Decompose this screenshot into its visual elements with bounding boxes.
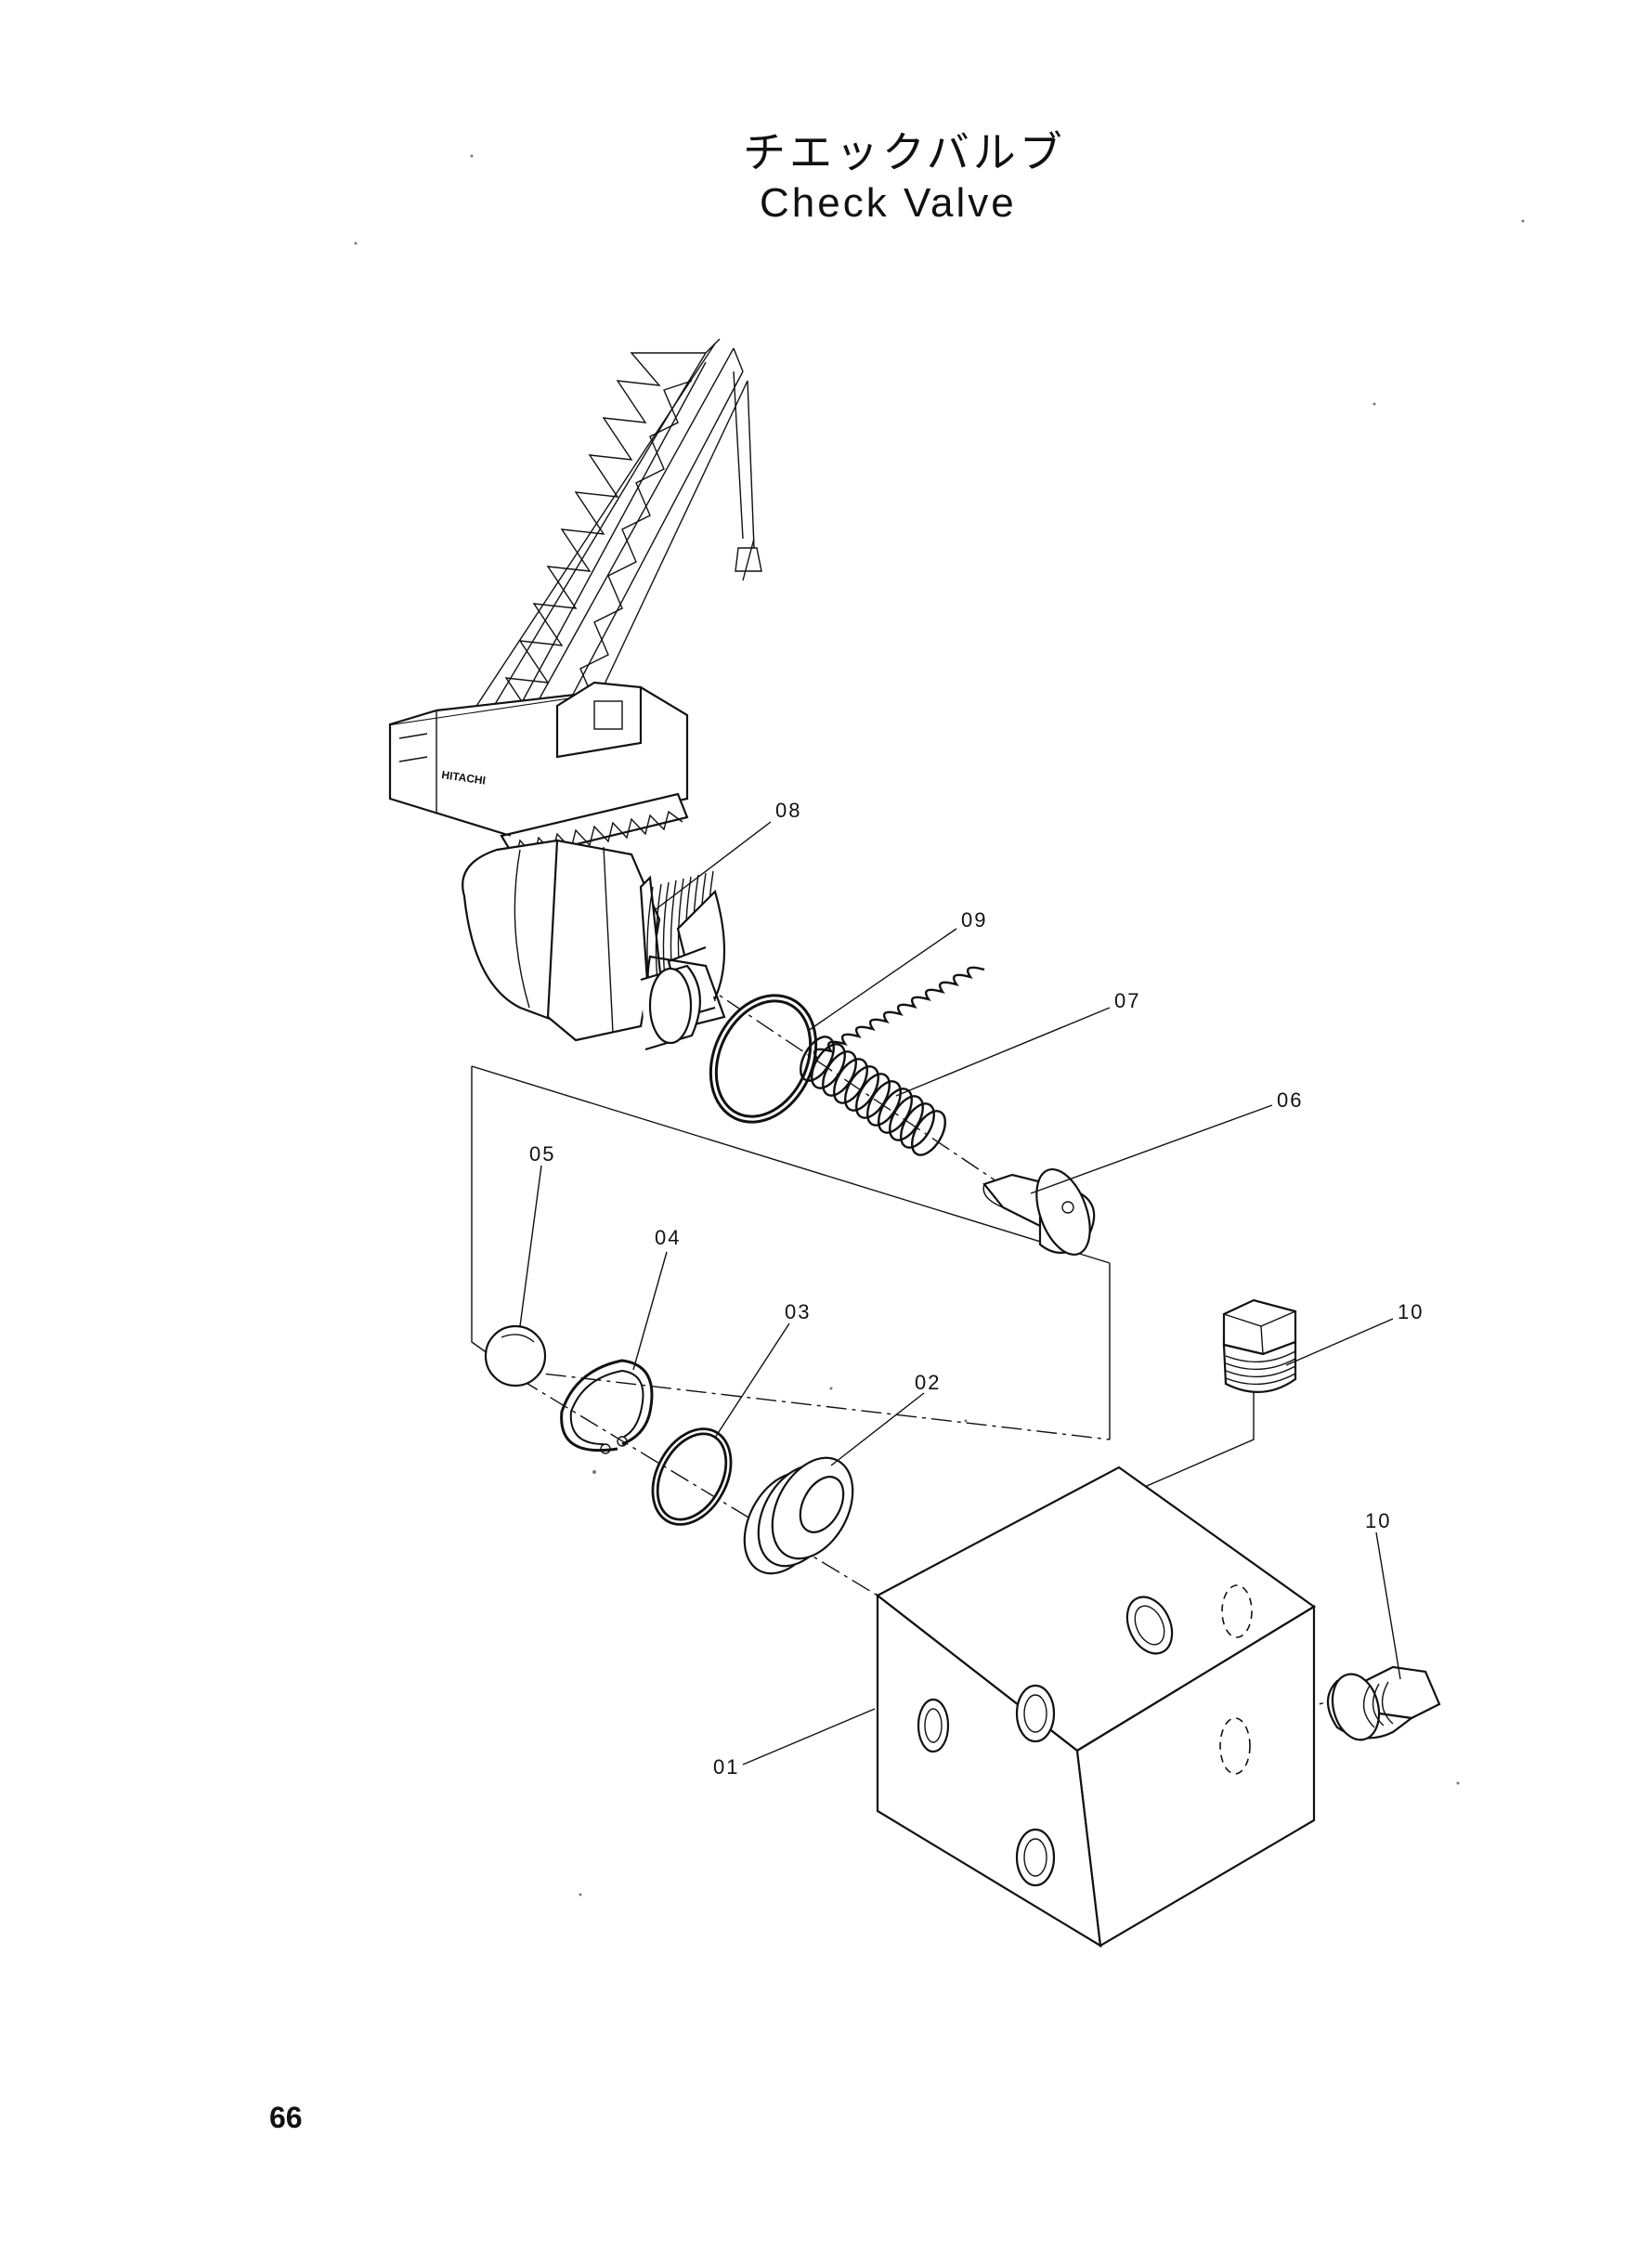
crawler-crane-icon: HITACHI xyxy=(388,338,762,861)
page-title-japanese: チエックバルブ xyxy=(743,127,1066,177)
callout-labels: 08 09 07 06 05 04 03 02 10 10 01 xyxy=(529,799,1424,1778)
valve-body-icon xyxy=(875,1466,1316,1948)
callout-02: 02 xyxy=(915,1371,941,1394)
callout-01: 01 xyxy=(713,1755,739,1778)
o-ring-03-icon xyxy=(651,1427,733,1526)
spigot-icon xyxy=(640,964,701,1051)
callout-04: 04 xyxy=(655,1226,681,1249)
plug-top-icon xyxy=(1222,1298,1297,1393)
scan-specks xyxy=(354,154,1525,1896)
callout-10-top: 10 xyxy=(1398,1300,1424,1323)
snap-ring-icon xyxy=(560,1359,654,1454)
callout-08: 08 xyxy=(775,799,801,822)
callout-09: 09 xyxy=(961,908,987,932)
o-ring-09-icon xyxy=(709,994,818,1124)
seat-icon xyxy=(743,1456,854,1575)
leader-lines xyxy=(519,821,1401,1765)
callout-05: 05 xyxy=(529,1142,555,1166)
callout-10-side: 10 xyxy=(1365,1509,1391,1532)
callout-07: 07 xyxy=(1114,989,1140,1012)
page-number: 66 xyxy=(269,2101,303,2134)
assembly-lines xyxy=(471,960,1338,1728)
page-title-english: Check Valve xyxy=(760,180,1017,226)
callout-03: 03 xyxy=(785,1300,811,1323)
plug-side-icon xyxy=(1326,1665,1441,1741)
plug-nut-icon xyxy=(462,839,726,1042)
poppet-icon xyxy=(982,1167,1096,1257)
callout-06: 06 xyxy=(1277,1088,1303,1112)
ball-icon xyxy=(484,1324,547,1388)
spring-icon xyxy=(800,966,985,1156)
crane-brand-label: HITACHI xyxy=(441,768,487,788)
